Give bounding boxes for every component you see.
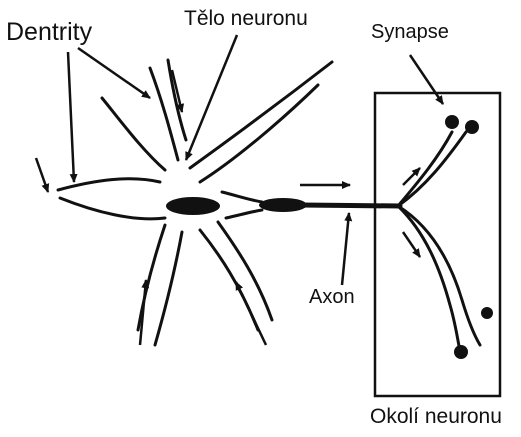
signal-arrows — [36, 35, 443, 345]
dendrite-bottom-left-b — [155, 232, 182, 345]
nucleus — [166, 197, 220, 215]
dendrite-upper-left-a — [102, 98, 165, 170]
dendrite-top-b — [190, 62, 332, 168]
axon — [300, 205, 400, 206]
label-pointer-cell-body — [186, 35, 237, 160]
label-pointer-dendrites-1 — [68, 52, 74, 182]
label-synapse: Synapse — [371, 21, 449, 44]
dendrite-top-c — [200, 85, 318, 182]
label-pointer-dendrites-2 — [78, 48, 150, 98]
flow-arrow-terminal-down — [403, 232, 420, 257]
flow-arrow-left — [36, 158, 48, 192]
dendrite-bottom-right-a — [200, 230, 258, 330]
soma-right-upper — [222, 192, 262, 202]
label-axon: Axon — [309, 286, 355, 309]
synapse-terminal-4 — [454, 345, 468, 359]
synapse-terminal-3 — [481, 307, 493, 319]
label-pointer-synapse — [410, 55, 443, 104]
label-dendrites: Dentrity — [6, 18, 92, 47]
synapse-terminal-1 — [445, 115, 459, 129]
label-pointer-axon — [342, 213, 349, 285]
dendrite-bottom-right-b — [218, 222, 272, 320]
synapse-terminal-2 — [465, 120, 479, 134]
soma-right-lower — [226, 210, 262, 218]
dendrite-left-lower — [60, 198, 165, 219]
label-surroundings: Okolí neuronu — [370, 405, 502, 429]
label-cell-body: Tělo neuronu — [184, 7, 308, 31]
